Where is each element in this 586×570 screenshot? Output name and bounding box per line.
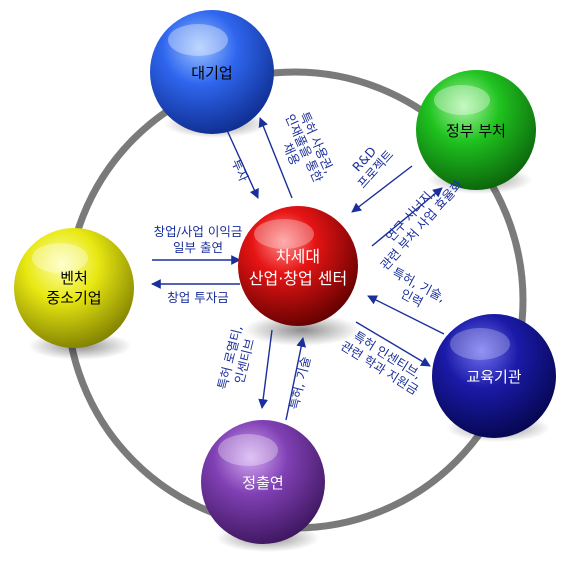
arrow-research-to-center: [285, 337, 307, 421]
arrow-center-to-education: [355, 321, 431, 367]
node-government: 정부 부처: [416, 70, 536, 190]
node-large-corp-label: 대기업: [191, 64, 232, 82]
node-education-label: 교육기관: [466, 368, 521, 386]
node-center: 차세대 산업·창업 센터: [238, 206, 358, 326]
flow-venture-to-center-line2: 일부 출연: [173, 240, 223, 255]
arrow-center-to-government: [371, 187, 443, 247]
node-center-label-line1: 차세대: [276, 247, 320, 266]
arrow-large-corp-to-center: [225, 127, 259, 199]
node-center-label-line2: 산업·창업 센터: [249, 269, 348, 288]
flow-label-government-to-center: R&D 프로젝트: [349, 144, 396, 192]
node-government-label: 정부 부처: [446, 122, 506, 140]
node-venture: 벤처 중소기업: [14, 228, 134, 348]
node-research-label: 정출연: [242, 474, 283, 492]
node-venture-label-line2: 중소기업: [46, 289, 101, 307]
flow-center-to-venture-text: 창업 투자금: [167, 290, 228, 305]
flow-venture-to-center-line1: 창업/사업 이익금: [154, 224, 243, 239]
arrow-center-to-research: [258, 329, 273, 409]
node-large-corp: 대기업: [150, 10, 274, 134]
arrow-education-to-center: [367, 295, 445, 335]
arrow-government-to-center: [351, 165, 413, 213]
flow-large-corp-to-center-text: 투자: [229, 157, 252, 185]
flow-label-research-to-center: 특허, 기술: [286, 355, 314, 411]
node-research: 정출연: [201, 420, 325, 544]
flow-research-to-center-text: 특허, 기술: [286, 355, 314, 411]
node-venture-label-line1: 벤처: [60, 269, 88, 287]
node-education: 교육기관: [432, 314, 556, 438]
flow-label-center-to-government: 연구 시너지, 관련 부처 사업 효율화: [377, 177, 466, 273]
flow-label-large-corp-to-center: 투자: [229, 157, 252, 185]
shadow-center: [244, 314, 360, 346]
flow-label-education-to-center: 특허, 기술, 인력: [390, 265, 448, 310]
flow-label-center-to-large-corp: 특허 사용권, 인재풀을 통한 채용: [280, 110, 337, 185]
arrow-center-to-large-corp: [258, 117, 293, 199]
